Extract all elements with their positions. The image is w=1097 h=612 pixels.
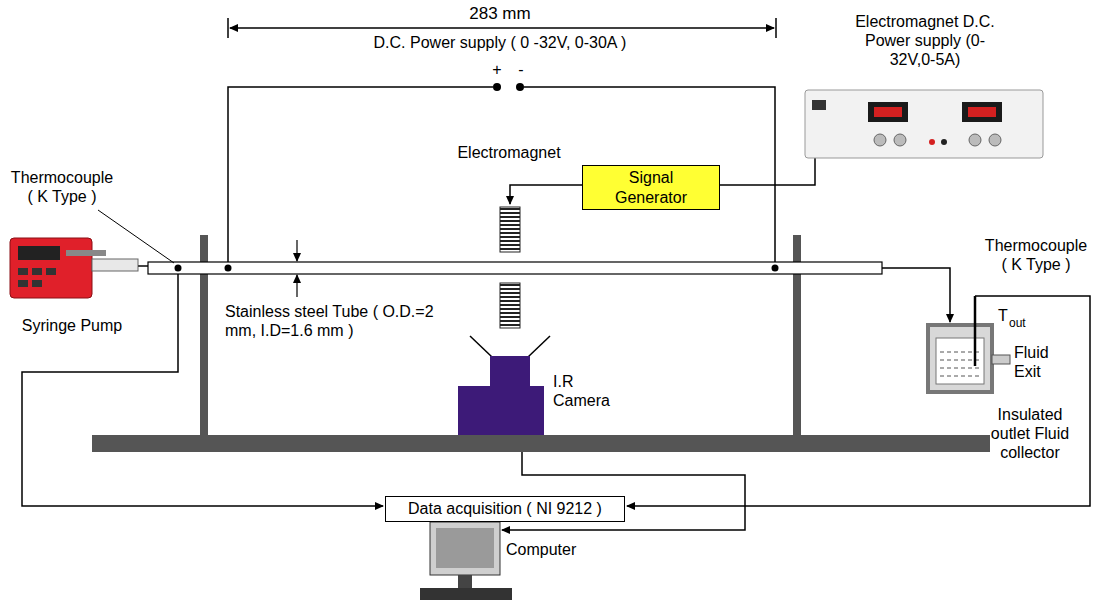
dimension-arrow <box>296 275 297 297</box>
signal-wire <box>510 185 582 204</box>
power-supply-label: Electromagnet D.C. Power supply (0-32V,0… <box>855 12 995 70</box>
power-supply-unit <box>805 90 1043 158</box>
part-label: Computer <box>506 540 586 559</box>
thermocouple-junction <box>175 265 182 272</box>
part-label: Electromagnet <box>444 143 574 162</box>
voltage-display <box>868 102 908 122</box>
part-label: Stainless steel Tube ( O.D.=2 mm, I.D=1.… <box>225 302 440 340</box>
syringe-needle <box>138 265 148 267</box>
part-label: Fluid Exit <box>1014 343 1058 381</box>
monitor-stand <box>458 575 472 588</box>
fluid-level <box>940 368 980 369</box>
display-digits <box>874 107 902 117</box>
knob <box>874 134 886 146</box>
temperature-subscript: out <box>1009 316 1039 330</box>
pump-plunger <box>66 250 106 256</box>
terminal <box>516 83 524 91</box>
electromagnet-coil <box>500 283 520 328</box>
power-supply-label: D.C. Power supply ( 0 -32V, 0-30A ) <box>340 33 660 52</box>
polarity-sign: + <box>490 60 504 79</box>
computer-monitor <box>430 522 500 575</box>
polarity-sign: - <box>514 60 528 79</box>
ir-camera <box>490 356 530 386</box>
pump-button <box>18 280 28 287</box>
camera-view-line <box>528 336 550 357</box>
fluid-level <box>940 376 980 377</box>
display-digits <box>968 107 996 117</box>
collector-inner <box>936 338 984 384</box>
base-plate <box>92 435 990 452</box>
part-label: I.R Camera <box>553 372 615 410</box>
signal-generator-box: Signal Generator <box>582 165 720 210</box>
pump-button <box>32 280 42 287</box>
dimension-arrow <box>296 240 297 261</box>
stainless-steel-tube <box>148 262 882 274</box>
knob <box>969 134 981 146</box>
dimension-tick <box>775 18 777 38</box>
syringe-barrel <box>92 259 138 271</box>
dimension-line <box>230 27 774 29</box>
power-switch <box>812 100 826 110</box>
exit-pipe <box>992 355 1010 364</box>
thermocouple-probe <box>974 296 977 366</box>
power-wire <box>524 87 775 268</box>
fluid-collector <box>928 325 992 392</box>
knob <box>989 134 1001 146</box>
camera-view-line <box>470 336 492 357</box>
dimension-label: 283 mm <box>440 4 560 24</box>
part-label: Insulated outlet Fluid collector <box>980 405 1080 463</box>
terminal <box>493 83 501 91</box>
ir-camera <box>458 386 544 435</box>
electrode-joint <box>772 265 779 272</box>
pump-button <box>18 268 28 275</box>
computer-screen <box>436 528 494 568</box>
pump-button <box>46 268 56 275</box>
electromagnet-coil <box>500 207 520 252</box>
dimension-tick <box>227 18 229 38</box>
thermocouple-wire <box>627 296 1090 506</box>
part-label: Syringe Pump <box>12 316 132 335</box>
terminal <box>929 139 935 145</box>
computer-base <box>420 588 512 600</box>
syringe-pump <box>10 238 92 298</box>
supply-wire <box>720 158 815 185</box>
daq-box: Data acquisition ( NI 9212 ) <box>385 496 625 522</box>
pump-display <box>18 246 60 260</box>
part-label: Thermocouple ( K Type ) <box>984 236 1088 274</box>
outlet-line <box>882 268 950 322</box>
pump-button <box>32 268 42 275</box>
box-text: Signal Generator <box>601 168 701 206</box>
knob <box>894 134 906 146</box>
part-label: Thermocouple ( K Type ) <box>10 168 114 206</box>
power-wire <box>228 87 493 268</box>
electrode-joint <box>225 265 232 272</box>
leader-line <box>98 210 174 263</box>
box-text: Data acquisition ( NI 9212 ) <box>408 499 602 518</box>
terminal <box>941 139 947 145</box>
current-display <box>962 102 1002 122</box>
